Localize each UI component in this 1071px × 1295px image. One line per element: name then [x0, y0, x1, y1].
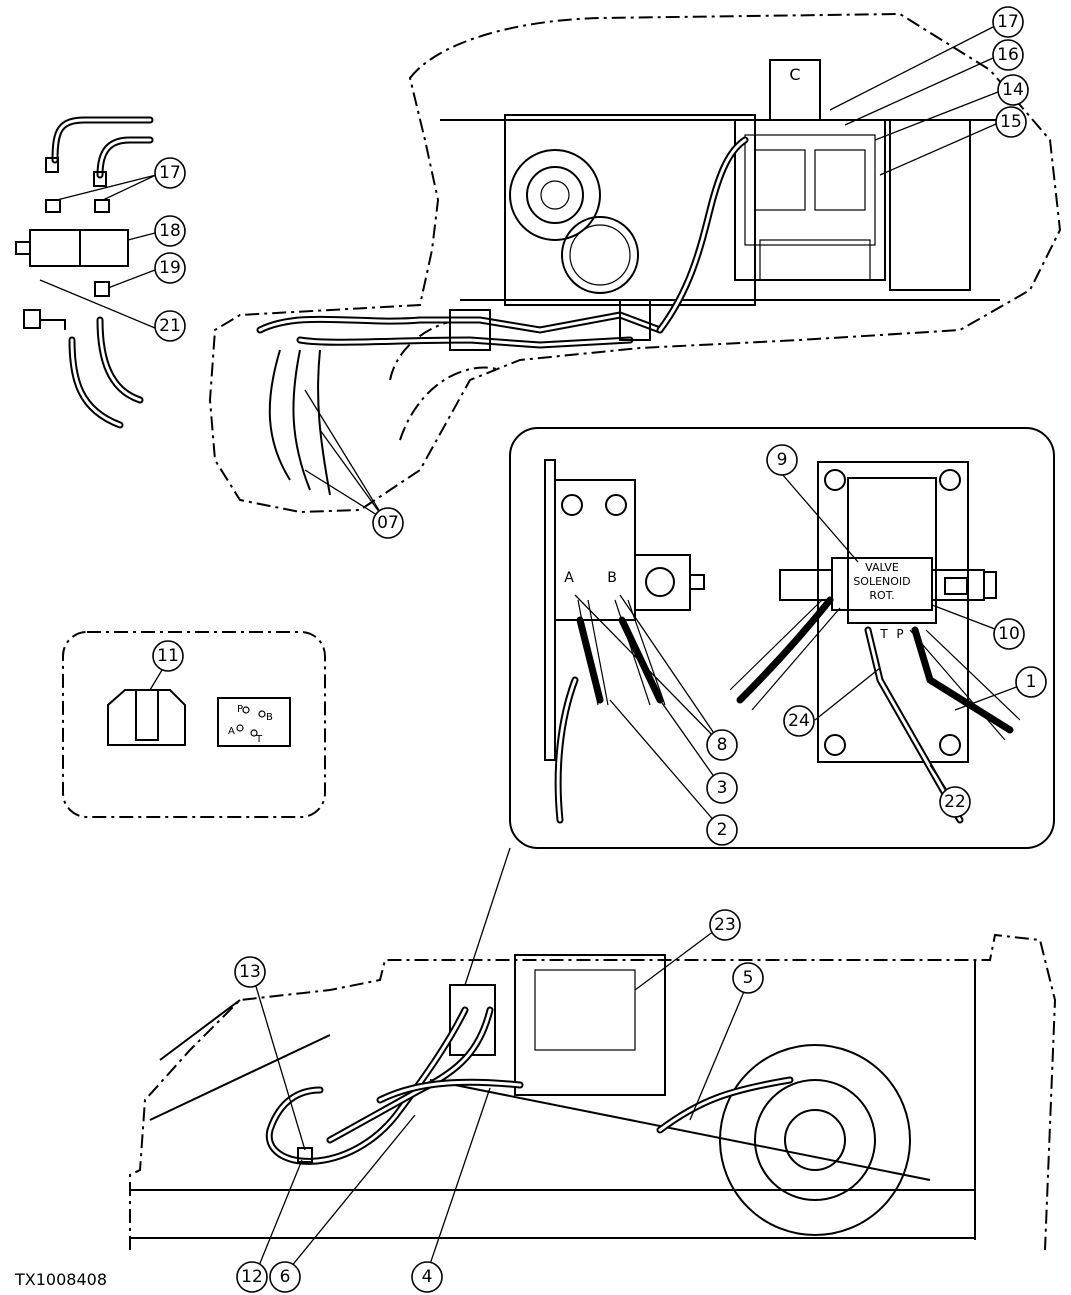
port-detail-t-label: T	[255, 734, 263, 745]
port-detail-a-label: A	[228, 726, 235, 737]
bottom-main-view	[129, 933, 1057, 1251]
port-a-label: A	[564, 570, 574, 586]
svg-text:16: 16	[997, 45, 1019, 65]
callout-17-parts: 17	[154, 157, 186, 189]
figure-id: TX1008408	[14, 1270, 107, 1289]
callout-6: 6	[269, 1261, 301, 1293]
valve-text-line2: SOLENOID	[853, 575, 910, 588]
svg-text:22: 22	[944, 792, 966, 812]
port-p-label: P	[896, 627, 903, 641]
callout-19: 19	[154, 252, 186, 284]
svg-text:12: 12	[241, 1267, 263, 1287]
callout-24: 24	[783, 705, 815, 737]
svg-text:3: 3	[717, 778, 728, 798]
svg-text:8: 8	[717, 735, 728, 755]
callout-1: 1	[1015, 666, 1047, 698]
callout-9: 9	[766, 444, 798, 476]
svg-text:21: 21	[159, 316, 181, 336]
callout-12: 12	[236, 1261, 268, 1293]
svg-text:6: 6	[280, 1267, 291, 1287]
svg-text:19: 19	[159, 258, 181, 278]
callout-3: 3	[706, 772, 738, 804]
port-b-label: B	[607, 570, 617, 586]
callout-14: 14	[997, 74, 1029, 106]
callout-15: 15	[995, 106, 1027, 138]
svg-text:5: 5	[743, 968, 754, 988]
callout-17-top: 17	[992, 6, 1024, 38]
callout-18: 18	[154, 215, 186, 247]
svg-text:23: 23	[714, 915, 736, 935]
callout-07: 07	[372, 507, 404, 539]
port-detail-b-label: B	[266, 712, 273, 723]
svg-text:9: 9	[777, 450, 788, 470]
callout-11: 11	[152, 640, 184, 672]
svg-text:13: 13	[239, 962, 261, 982]
svg-text:24: 24	[788, 711, 810, 731]
svg-text:17: 17	[997, 12, 1019, 32]
callout-22: 22	[939, 786, 971, 818]
callout-2: 2	[706, 814, 738, 846]
svg-text:14: 14	[1002, 80, 1024, 100]
callout-8: 8	[706, 729, 738, 761]
callout-5: 5	[732, 962, 764, 994]
port-detail-inset: P B A T	[62, 631, 326, 818]
svg-text:07: 07	[377, 513, 399, 533]
svg-text:17: 17	[159, 163, 181, 183]
valve-text-line1: VALVE	[865, 561, 899, 574]
port-detail-p-label: P	[237, 704, 243, 715]
svg-text:C: C	[789, 65, 800, 84]
port-t-label: T	[879, 627, 888, 641]
svg-text:10: 10	[998, 624, 1020, 644]
svg-text:2: 2	[717, 820, 728, 840]
svg-text:15: 15	[1000, 112, 1022, 132]
svg-text:1: 1	[1026, 672, 1037, 692]
svg-text:18: 18	[159, 221, 181, 241]
callout-21: 21	[154, 310, 186, 342]
callout-16: 16	[992, 39, 1024, 71]
callout-4: 4	[411, 1261, 443, 1293]
callout-13: 13	[234, 956, 266, 988]
callout-23: 23	[709, 909, 741, 941]
svg-text:4: 4	[422, 1267, 433, 1287]
svg-text:11: 11	[157, 646, 179, 666]
parts-detail-top-left	[15, 116, 154, 429]
valve-text-line3: ROT.	[869, 589, 894, 602]
callout-10: 10	[993, 618, 1025, 650]
top-main-view: C	[208, 12, 1062, 514]
valve-detail-inset: A B VALVE SOLENOID ROT. T P	[509, 427, 1055, 849]
